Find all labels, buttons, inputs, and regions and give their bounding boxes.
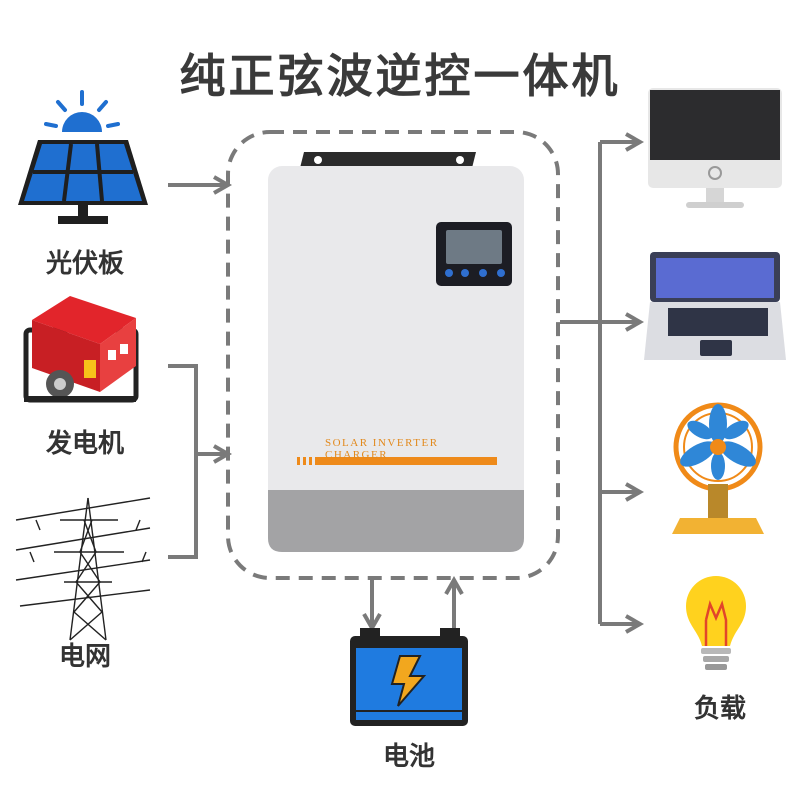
battery-icon (350, 628, 468, 726)
battery-label: 电池 (382, 742, 435, 772)
battery-arrows (362, 575, 464, 633)
light-bulb-icon (686, 576, 746, 670)
solar-panel-icon (18, 90, 148, 224)
fan-icon (672, 402, 764, 534)
input-arrows (168, 175, 233, 559)
inverter-brand-text: SOLAR INVERTER CHARGER (325, 437, 439, 461)
power-tower-icon (15, 497, 151, 641)
inverter-icon (268, 152, 524, 552)
generator-icon (23, 296, 139, 403)
grid-label: 电网 (58, 642, 111, 672)
output-arrows (560, 132, 645, 634)
solar-label: 光伏板 (45, 249, 124, 279)
load-label: 负载 (693, 694, 746, 724)
laptop-icon (644, 252, 786, 360)
inverter-boundary (226, 130, 560, 580)
generator-label: 发电机 (45, 429, 124, 459)
diagram-title: 纯正弦波逆控一体机 (179, 49, 621, 103)
monitor-icon (648, 88, 782, 208)
